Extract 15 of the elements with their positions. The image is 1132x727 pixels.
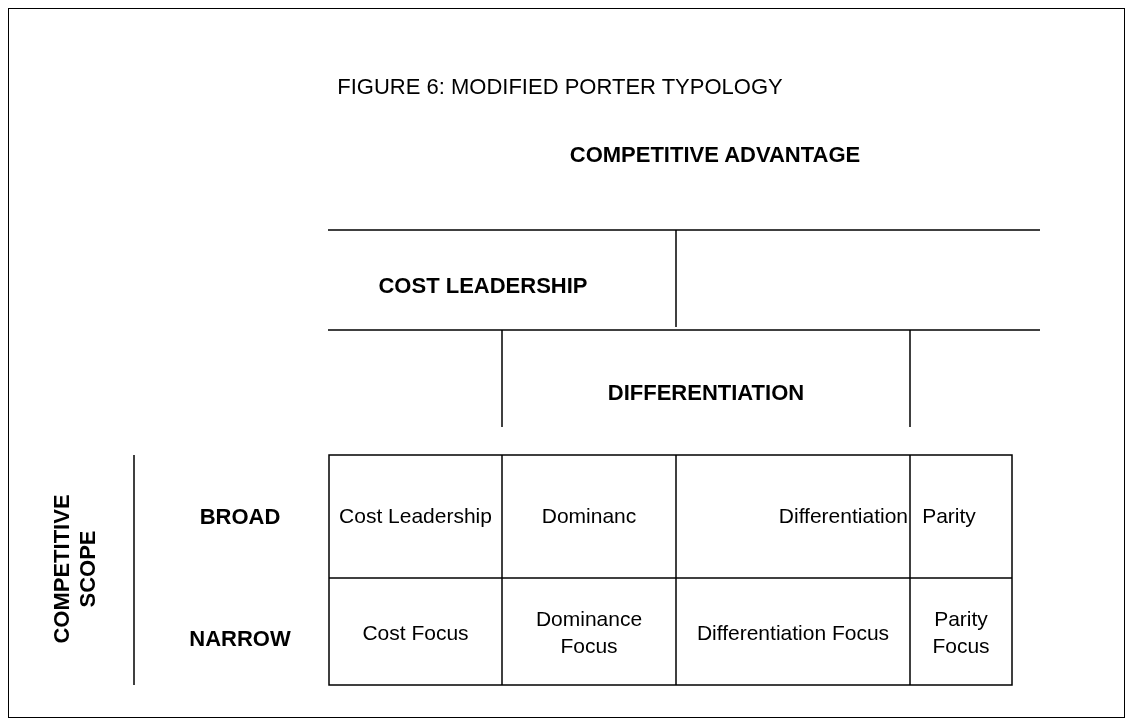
heading-label: COMPETITIVE ADVANTAGE: [569, 140, 861, 169]
heading-label: COST LEADERSHIP: [378, 271, 588, 300]
strategy-label: Cost Leadership: [339, 502, 492, 529]
strategy-label: Parity: [922, 502, 976, 529]
strategy-label: Dominance Focus: [534, 606, 644, 659]
strategy-label: Cost Focus: [362, 619, 469, 646]
strategy-label: Parity Focus: [931, 606, 991, 659]
figure-title: FIGURE 6: MODIFIED PORTER TYPOLOGY: [336, 73, 784, 101]
heading-label: DIFFERENTIATION: [607, 378, 805, 407]
strategy-label: Dominanc: [541, 502, 637, 529]
axis-label: COMPETITIVE SCOPE: [49, 493, 101, 646]
strategy-label: Differentiation: [778, 502, 908, 529]
row-label: NARROW: [189, 624, 291, 653]
row-label: BROAD: [199, 502, 281, 531]
strategy-label: Differentiation Focus: [696, 619, 890, 646]
